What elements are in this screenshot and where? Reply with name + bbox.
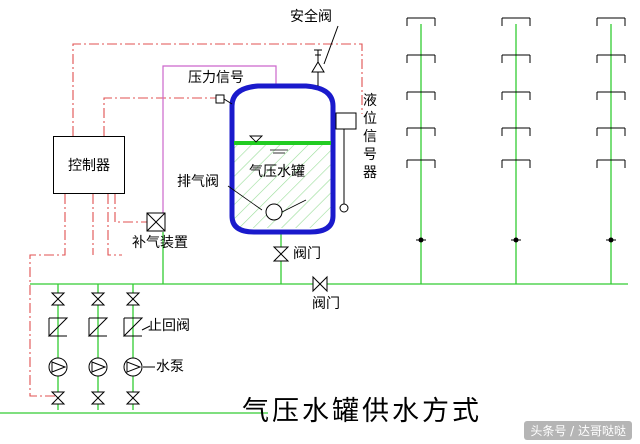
label-pump: 水泵 — [156, 359, 184, 375]
label-exhaust-valve: 排气阀 — [177, 174, 219, 190]
gate-valve-icon — [125, 292, 141, 306]
label-safety-valve: 安全阀 — [290, 9, 332, 25]
safety-valve-icon — [311, 25, 339, 86]
faucet-tap-icon — [406, 127, 436, 136]
check-valve-icon — [122, 317, 144, 337]
faucet-tap-icon — [406, 54, 436, 63]
gate-valve-icon — [50, 391, 66, 405]
gate-valve-icon — [90, 391, 106, 405]
gate-valve-icon — [125, 391, 141, 405]
tank-water-hatch — [233, 144, 331, 228]
air-line — [162, 65, 277, 213]
gate-valve-icon — [50, 292, 66, 306]
pressure-tank — [229, 83, 336, 235]
signal-line-pump3 — [107, 194, 122, 256]
signal-line-pumps — [29, 194, 66, 397]
faucet-tap-icon — [501, 91, 531, 100]
pump-arrow-icon — [51, 361, 67, 373]
faucet-tap-icon — [406, 17, 436, 26]
float-arm — [281, 199, 307, 213]
level-signal-device — [335, 112, 357, 213]
pump-groups — [47, 292, 155, 405]
check-valve-icon — [47, 317, 69, 337]
float-ball-icon — [265, 203, 283, 221]
tank-outline — [229, 83, 336, 235]
controller-box: 控制器 — [53, 136, 125, 194]
label-controller: 控制器 — [68, 158, 110, 174]
faucet-tap-icon — [501, 54, 531, 63]
faucet-tap-icon — [596, 127, 626, 136]
pressure-sensor-box — [215, 94, 225, 104]
level-sensor-box — [335, 112, 357, 130]
faucet-tap-icon — [596, 159, 626, 168]
signal-line-pressure — [103, 97, 220, 136]
level-marker-icon — [248, 135, 264, 143]
faucet-tap-icon — [501, 127, 531, 136]
main-valve-icon — [312, 275, 328, 293]
faucet-taps — [406, 17, 626, 168]
level-sensor-float — [339, 203, 349, 213]
label-tank-valve: 阀门 — [293, 246, 321, 262]
faucet-tap-icon — [501, 17, 531, 26]
signal-line-outer — [72, 43, 363, 136]
label-air-supply: 补气装置 — [132, 235, 188, 251]
label-pressure-signal: 压力信号 — [188, 70, 244, 86]
faucet-tap-icon — [596, 91, 626, 100]
label-main-valve: 阀门 — [312, 296, 340, 312]
pump-arrow-icon — [91, 361, 107, 373]
air-lines — [162, 65, 277, 213]
check-valve-leader — [141, 325, 151, 331]
signal-line-air — [114, 194, 147, 223]
diagram-title: 气压水罐供水方式 — [242, 396, 482, 427]
faucet-tap-icon — [406, 159, 436, 168]
tank-outlet-valve-icon — [272, 246, 290, 262]
faucet-tap-icon — [596, 17, 626, 26]
pressure-sensor-line — [223, 98, 233, 105]
watermark: 头条号 / 达哥哒哒 — [524, 421, 632, 440]
pressure-signal-device — [215, 94, 233, 105]
exhaust-valve-leader — [227, 185, 263, 211]
label-tank: 气压水罐 — [249, 164, 305, 180]
signal-lines — [29, 43, 363, 397]
check-valve-icon — [87, 317, 109, 337]
faucet-tap-icon — [406, 91, 436, 100]
faucet-tap-icon — [501, 159, 531, 168]
label-level-signal: 液位信号器 — [363, 93, 377, 181]
air-supply-device-icon — [146, 212, 166, 232]
faucet-tap-icon — [596, 54, 626, 63]
label-check-valve: 止回阀 — [148, 318, 190, 334]
riser-junctions — [416, 237, 616, 243]
gate-valve-icon — [90, 292, 106, 306]
pump-arrow-icon — [126, 361, 142, 373]
